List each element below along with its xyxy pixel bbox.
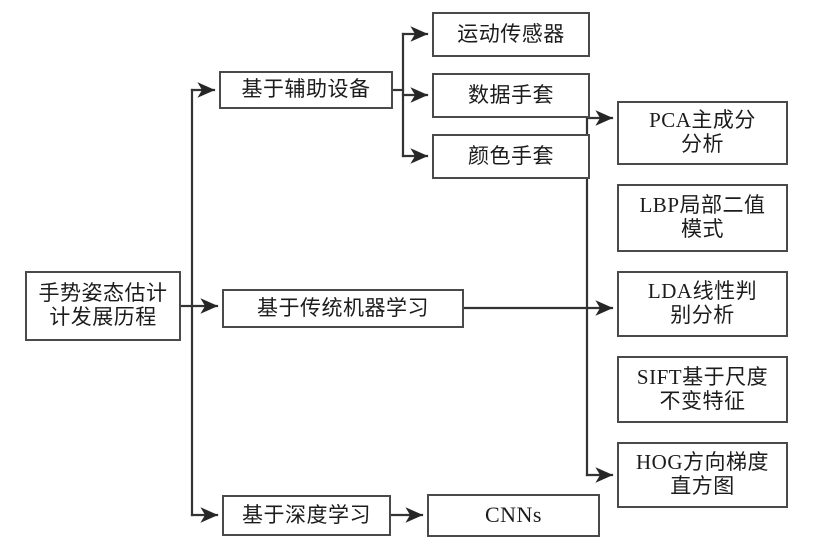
node-data-glove[interactable]: 数据手套 [432, 73, 590, 118]
node-lda-label: LDA线性判 别分析 [647, 279, 758, 327]
node-pca-label: PCA主成分 分析 [649, 108, 756, 156]
node-traditional-ml-label: 基于传统机器学习 [257, 295, 429, 320]
node-lbp-label: LBP局部二值 模式 [639, 193, 766, 241]
node-lda[interactable]: LDA线性判 别分析 [617, 271, 788, 337]
node-motion-sensor-label: 运动传感器 [457, 21, 565, 46]
node-deep-learning-label: 基于深度学习 [242, 502, 371, 527]
node-color-glove-label: 颜色手套 [468, 143, 554, 168]
node-root[interactable]: 手势姿态估计 计发展历程 [25, 271, 181, 341]
node-cnns[interactable]: CNNs [427, 494, 600, 537]
node-data-glove-label: 数据手套 [468, 82, 554, 107]
node-pca[interactable]: PCA主成分 分析 [617, 101, 788, 165]
node-sift-label: SIFT基于尺度 不变特征 [636, 364, 769, 413]
node-root-label: 手势姿态估计 计发展历程 [38, 281, 168, 329]
node-aux-device-label: 基于辅助设备 [241, 77, 371, 102]
node-motion-sensor[interactable]: 运动传感器 [432, 12, 590, 57]
node-deep-learning[interactable]: 基于深度学习 [222, 495, 391, 536]
node-color-glove[interactable]: 颜色手套 [432, 134, 590, 179]
node-traditional-ml[interactable]: 基于传统机器学习 [222, 289, 464, 328]
node-aux-device[interactable]: 基于辅助设备 [219, 71, 393, 109]
node-cnns-label: CNNs [484, 502, 542, 528]
node-sift[interactable]: SIFT基于尺度 不变特征 [617, 356, 788, 423]
node-hog-label: HOG方向梯度 直方图 [636, 450, 769, 498]
node-hog[interactable]: HOG方向梯度 直方图 [617, 442, 788, 508]
node-lbp[interactable]: LBP局部二值 模式 [617, 184, 788, 252]
